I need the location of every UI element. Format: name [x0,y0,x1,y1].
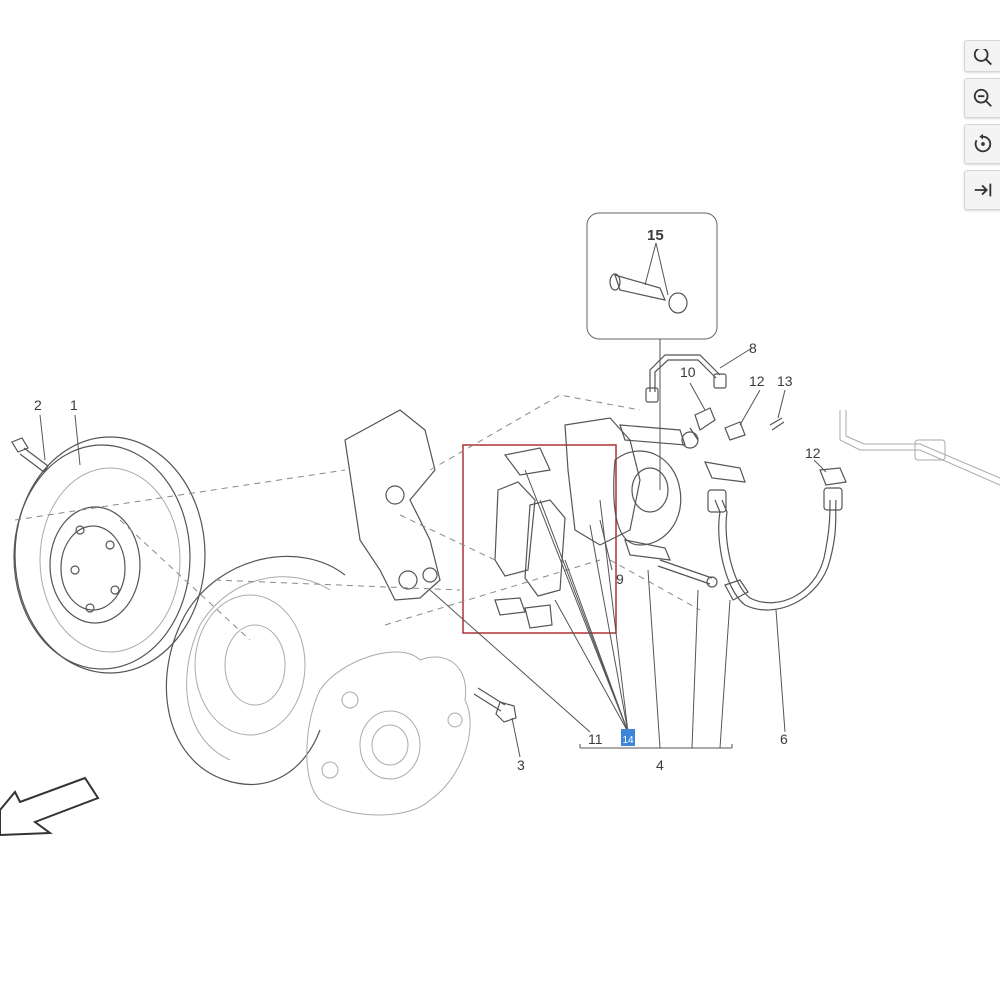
hose-clip-2[interactable] [819,467,847,486]
callout-15[interactable]: 15 [647,227,664,244]
hose-fitting[interactable] [689,407,716,441]
callout-1[interactable]: 1 [70,397,78,413]
collapse-panel-icon [974,183,992,197]
brake-hose[interactable] [707,487,843,611]
brake-pipe[interactable] [645,354,727,403]
zoom-in-button[interactable] [964,40,1000,72]
screw[interactable] [473,687,517,723]
assembly-guide-lines [14,394,701,641]
reset-rotation-button[interactable] [964,124,1000,164]
caliper-body[interactable] [564,417,699,561]
callout-12-second[interactable]: 12 [805,445,821,461]
callout-6[interactable]: 6 [780,731,788,747]
hose-clip[interactable] [704,421,746,483]
callout-10[interactable]: 10 [680,364,696,380]
callout-12[interactable]: 12 [749,373,765,389]
viewer-toolbar [964,40,1000,216]
caliper-guide-bolt[interactable] [657,559,718,588]
callout-11[interactable]: 11 [588,731,603,747]
small-screw[interactable] [769,417,785,431]
svg-text:14: 14 [623,735,635,746]
zoom-in-icon [973,49,992,66]
leader-lines [39,347,827,758]
rotate-reset-icon [974,133,992,153]
brake-disc[interactable] [13,436,206,674]
detail-box-guide-pin[interactable] [586,212,718,490]
dust-shield[interactable] [165,555,346,785]
callout-3[interactable]: 3 [517,757,525,773]
hub-carrier [306,651,471,816]
pad-kit-selection-box[interactable] [462,444,617,634]
brake-line-assembly [839,410,1000,486]
callout-14-highlighted[interactable]: 14 [621,729,635,746]
brake-pads[interactable] [494,447,566,629]
disc-bolt[interactable] [11,437,49,473]
zoom-out-icon [973,88,992,107]
zoom-out-button[interactable] [964,78,1000,118]
collapse-panel-button[interactable] [964,170,1000,210]
callout-13[interactable]: 13 [777,373,793,389]
caliper-bracket[interactable] [344,409,441,601]
callout-9[interactable]: 9 [616,571,624,587]
callout-8[interactable]: 8 [749,340,757,356]
direction-arrow [0,776,100,837]
callout-4[interactable]: 4 [656,757,664,773]
callout-2[interactable]: 2 [34,397,42,413]
